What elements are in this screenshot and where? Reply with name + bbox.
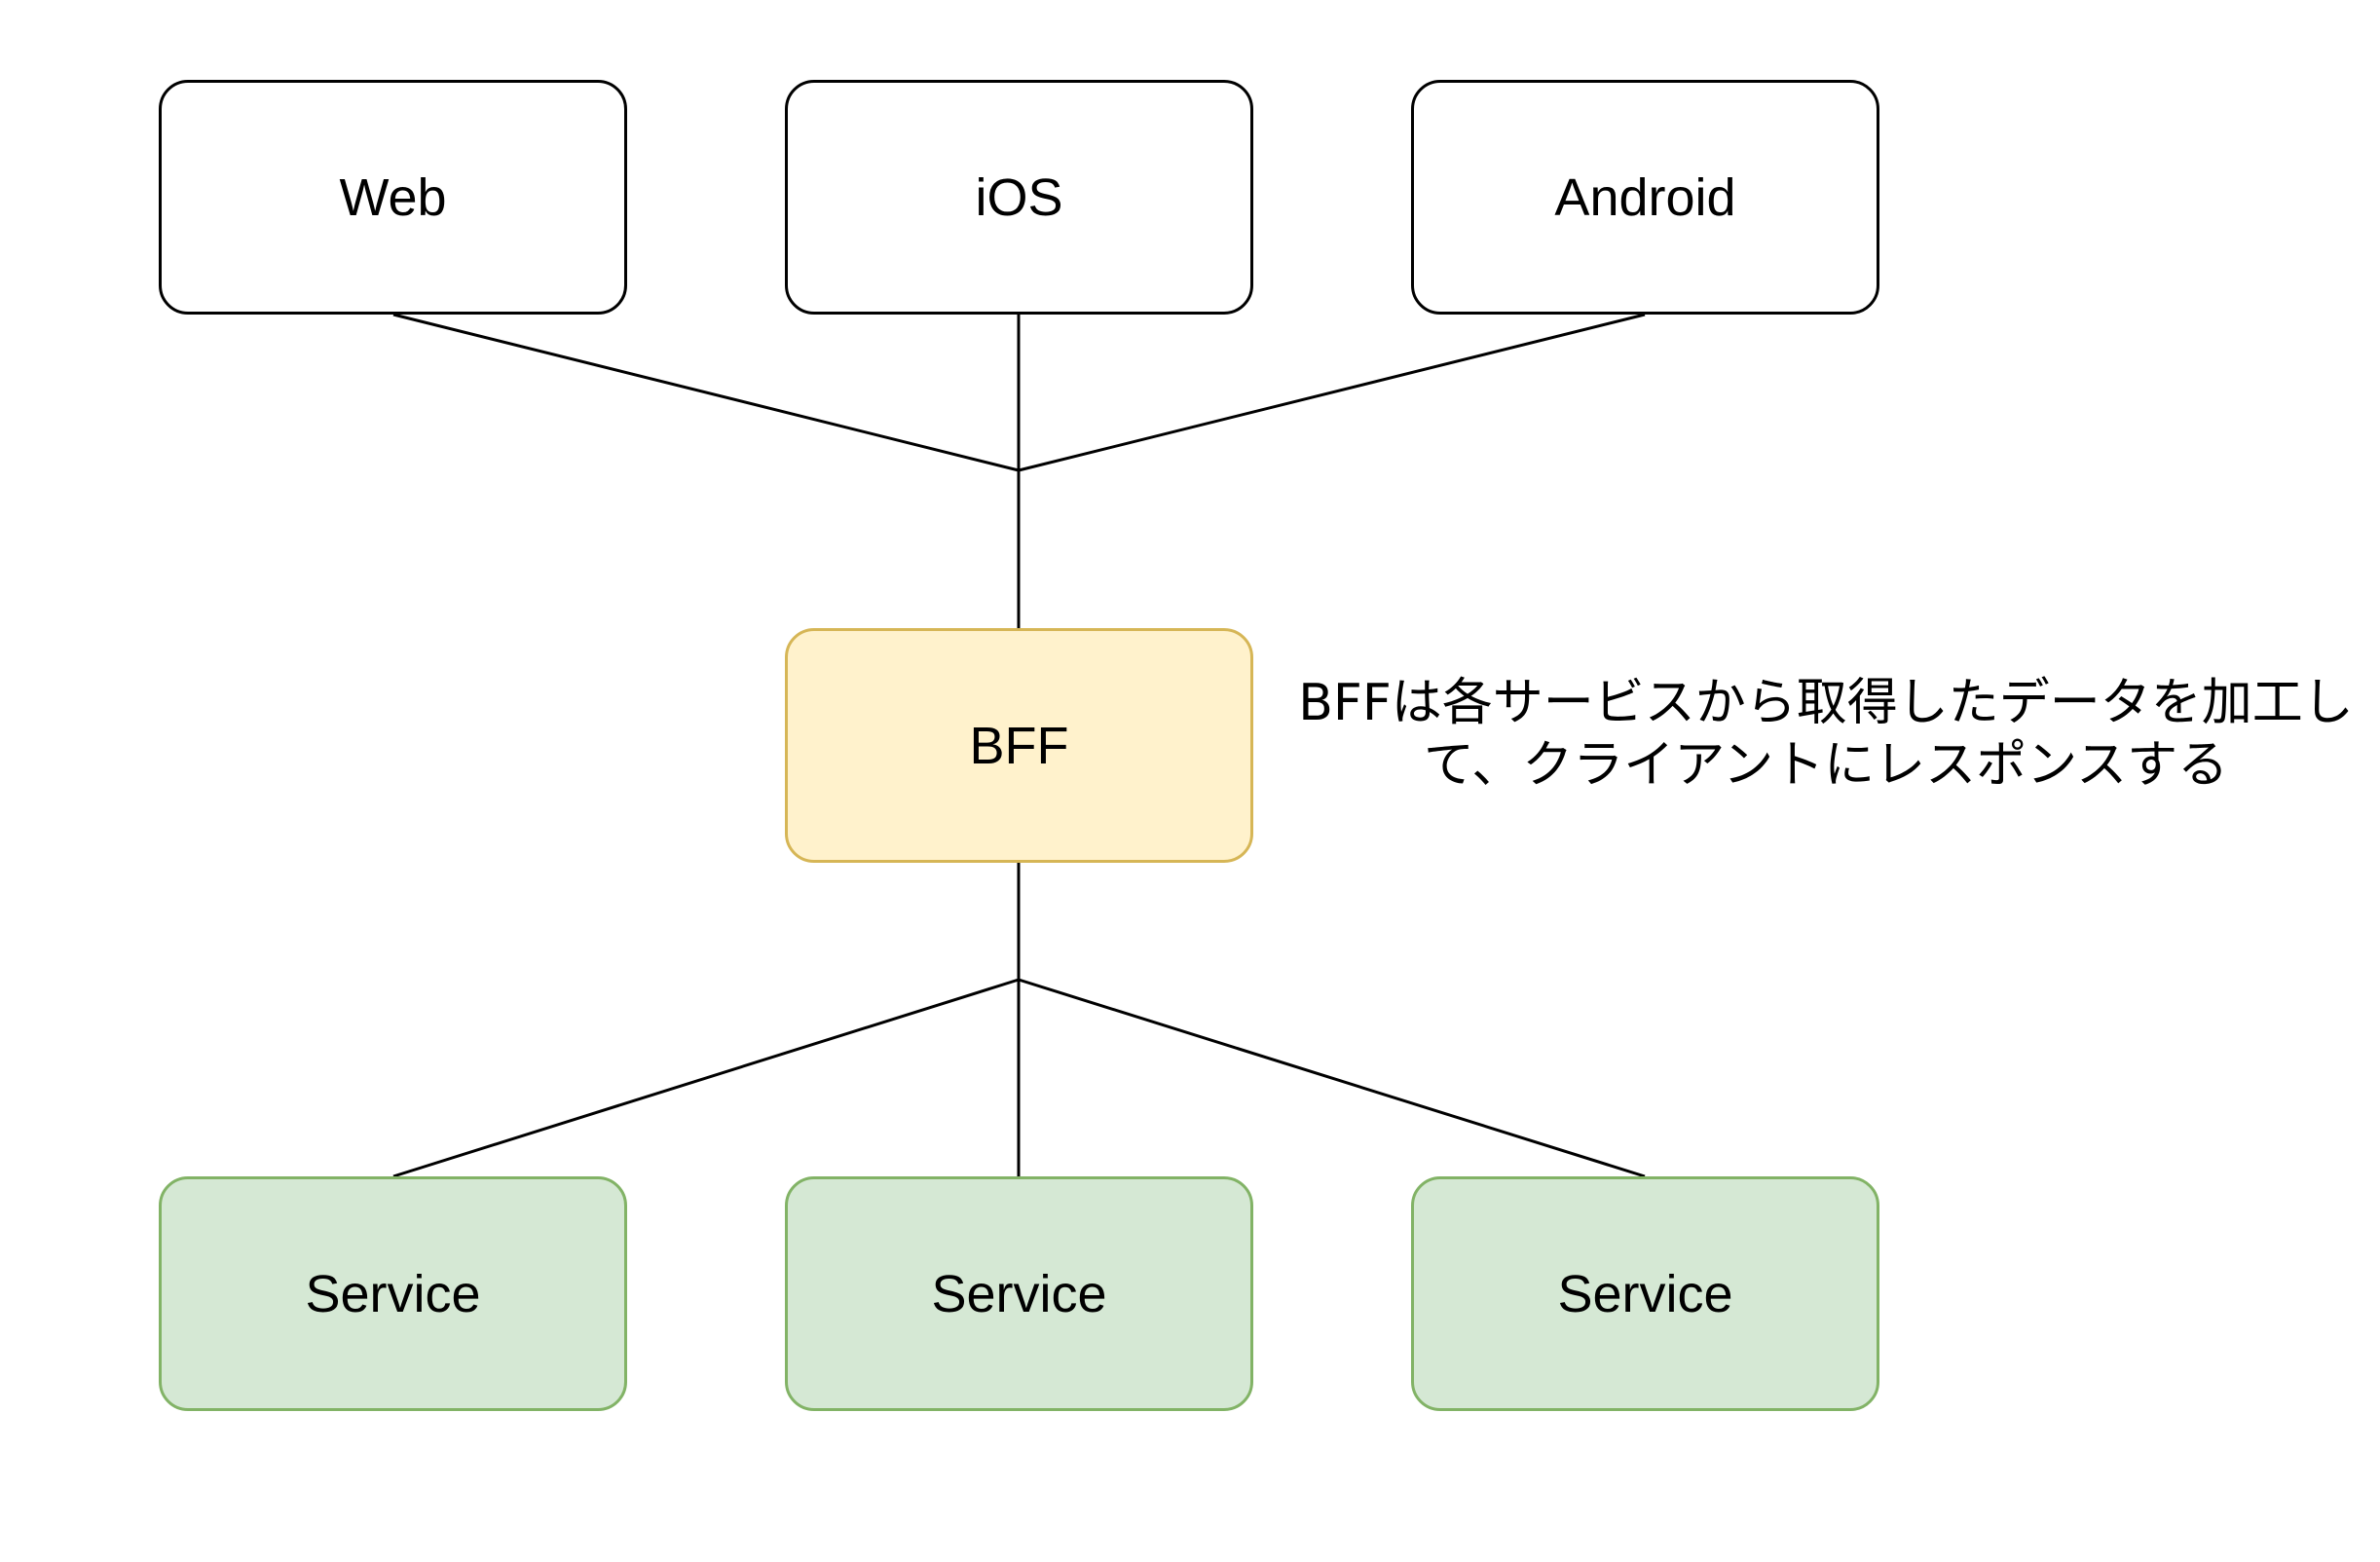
bff-description-note: BFFは各サービスから取得したデータを加工して、クライアントにレスポンスする bbox=[1298, 674, 2354, 795]
node-label: Android bbox=[1554, 167, 1736, 227]
client-node-ios: iOS bbox=[785, 80, 1253, 315]
node-label: iOS bbox=[975, 167, 1063, 227]
node-label: BFF bbox=[969, 716, 1069, 775]
node-label: Service bbox=[305, 1264, 481, 1323]
client-node-android: Android bbox=[1411, 80, 1879, 315]
connector-junction-service-3 bbox=[1018, 978, 1646, 1178]
node-label: Service bbox=[1557, 1264, 1733, 1323]
connector-junction-service-1 bbox=[392, 978, 1020, 1178]
client-node-web: Web bbox=[159, 80, 627, 315]
service-node-2: Service bbox=[785, 1176, 1253, 1411]
node-label: Service bbox=[931, 1264, 1107, 1323]
connectors bbox=[392, 313, 1646, 1178]
bff-node: BFF bbox=[785, 628, 1253, 863]
connector-web-junction bbox=[392, 313, 1020, 472]
node-label: Web bbox=[339, 167, 447, 227]
connector-android-junction bbox=[1018, 313, 1646, 472]
service-node-3: Service bbox=[1411, 1176, 1879, 1411]
service-node-1: Service bbox=[159, 1176, 627, 1411]
